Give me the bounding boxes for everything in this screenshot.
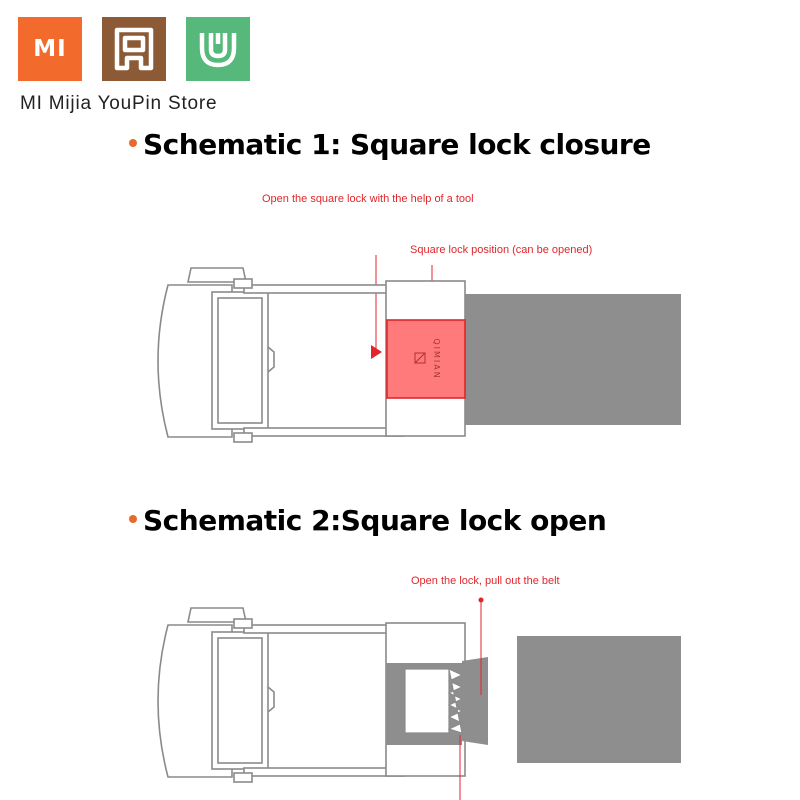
qimian-logo-icon [414, 352, 426, 364]
mijia-logo-icon [186, 17, 250, 81]
square-lock-highlight [386, 319, 466, 399]
buckle-rail-bottom [243, 767, 405, 777]
ratchet-teeth [447, 668, 464, 734]
belt-strap [465, 294, 681, 425]
mi-logo-text: MI [33, 36, 67, 62]
callout-lock-position: Square lock position (can be opened) [410, 244, 593, 256]
buckle-rail-top [243, 624, 405, 634]
schematic-1-title-text: Schematic 1: Square lock closure [143, 128, 651, 161]
buckle-clip-top [233, 278, 253, 289]
lock-window [404, 668, 450, 734]
youpin-glyph [114, 27, 154, 71]
buckle-rail-bottom [243, 427, 405, 437]
mi-logo-icon: MI [18, 17, 82, 81]
buckle-inner-frame-2 [217, 297, 263, 424]
buckle-notch [267, 346, 275, 373]
buckle-notch [267, 686, 275, 713]
buckle-top-tab [187, 607, 247, 623]
belt-strap [517, 636, 681, 763]
callout-open-with-tool: Open the square lock with the help of a … [262, 193, 474, 205]
store-name: MI Mijia YouPin Store [20, 93, 218, 114]
schematic-2-title-text: Schematic 2:Square lock open [143, 504, 607, 537]
buckle-rail-top [243, 284, 405, 294]
bullet-dot [129, 515, 137, 523]
buckle-closed-diagram: QIMIAN [157, 255, 681, 443]
lock-tooth-plate [462, 657, 488, 745]
mijia-glyph [199, 33, 237, 68]
buckle-top-tab [187, 267, 247, 283]
arrow-icon [371, 345, 382, 359]
schematic-2-title: Schematic 2:Square lock open [129, 504, 607, 537]
buckle-clip-top [233, 618, 253, 629]
buckle-open-diagram [157, 597, 681, 800]
callout-pull-belt: Open the lock, pull out the belt [411, 575, 560, 587]
schematic-1-title: Schematic 1: Square lock closure [129, 128, 651, 161]
buckle-clip-bottom [233, 772, 253, 783]
buckle-clip-bottom [233, 432, 253, 443]
lock-brand-text: QIMIAN [432, 338, 441, 379]
youpin-logo-icon [102, 17, 166, 81]
buckle-inner-frame-2 [217, 637, 263, 764]
bullet-dot [129, 139, 137, 147]
